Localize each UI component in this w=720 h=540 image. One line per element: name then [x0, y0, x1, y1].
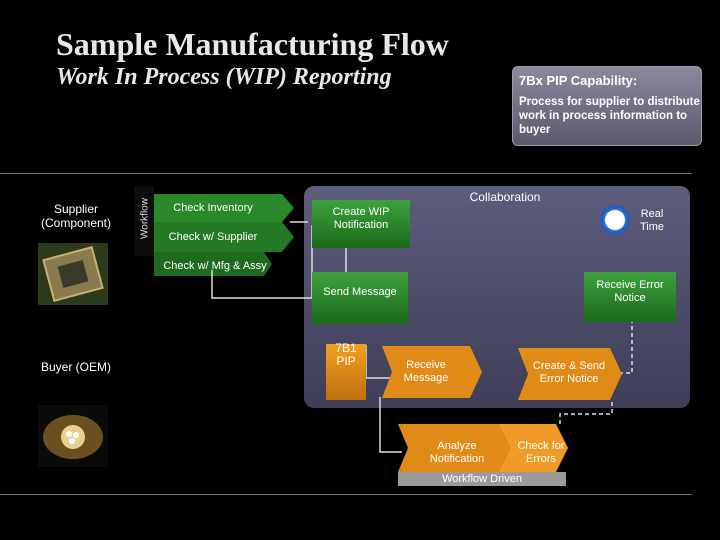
receive-message-shape — [382, 346, 482, 398]
send-message-label: Send Message — [323, 286, 397, 298]
supplier-lane-label: Supplier (Component) — [40, 202, 112, 230]
create-send-error-shape — [518, 348, 622, 400]
divider-bottom — [0, 494, 692, 495]
divider-top — [0, 173, 692, 174]
send-message-box — [312, 272, 408, 324]
page-subtitle: Work In Process (WIP) Reporting — [56, 64, 392, 90]
step-check-supplier: Check w/ Supplier — [168, 231, 258, 243]
real-time-label: Real Time — [639, 208, 665, 233]
workflow-label-bar — [134, 186, 154, 256]
bottom-chevrons — [398, 424, 568, 472]
pip-box — [326, 344, 366, 400]
workflow-driven-label: Workflow Driven — [442, 473, 522, 485]
buyer-product-image — [38, 405, 108, 467]
clock-icon — [600, 205, 630, 235]
step-check-mfg: Check w/ Mfg & Assy — [163, 260, 267, 272]
supplier-chip-image — [38, 243, 108, 305]
pip-label: 7B1 PIP — [335, 341, 357, 368]
check-supplier-shape — [154, 222, 294, 252]
create-wip-label: Create WIP Notification — [332, 206, 390, 231]
capability-description: Process for supplier to distribute work … — [519, 96, 700, 136]
buyer-lane-label: Buyer (OEM) — [40, 360, 111, 374]
check-mfg-shape — [154, 252, 272, 276]
receive-error-label: Receive Error Notice — [596, 279, 664, 304]
capability-title: 7Bx PIP Capability: — [519, 73, 638, 88]
create-wip-box — [312, 200, 410, 248]
create-send-error-label: Create & Send Error Notice — [532, 360, 606, 385]
workflow-driven-bar — [398, 472, 566, 486]
collaboration-title: Collaboration — [469, 190, 541, 204]
page-title: Sample Manufacturing Flow — [56, 26, 449, 62]
check-inventory-shape — [154, 194, 294, 222]
capability-callout: 7Bx PIP Capability: Process for supplier… — [512, 66, 702, 146]
workflow-chevrons — [154, 194, 294, 276]
step-check-inventory: Check Inventory — [173, 202, 253, 214]
analyze-notification-label: Analyze Notification — [429, 440, 485, 465]
receive-message-label: Receive Message — [403, 359, 449, 384]
check-errors-label: Check for Errors — [517, 440, 565, 465]
receive-error-box — [584, 272, 676, 322]
